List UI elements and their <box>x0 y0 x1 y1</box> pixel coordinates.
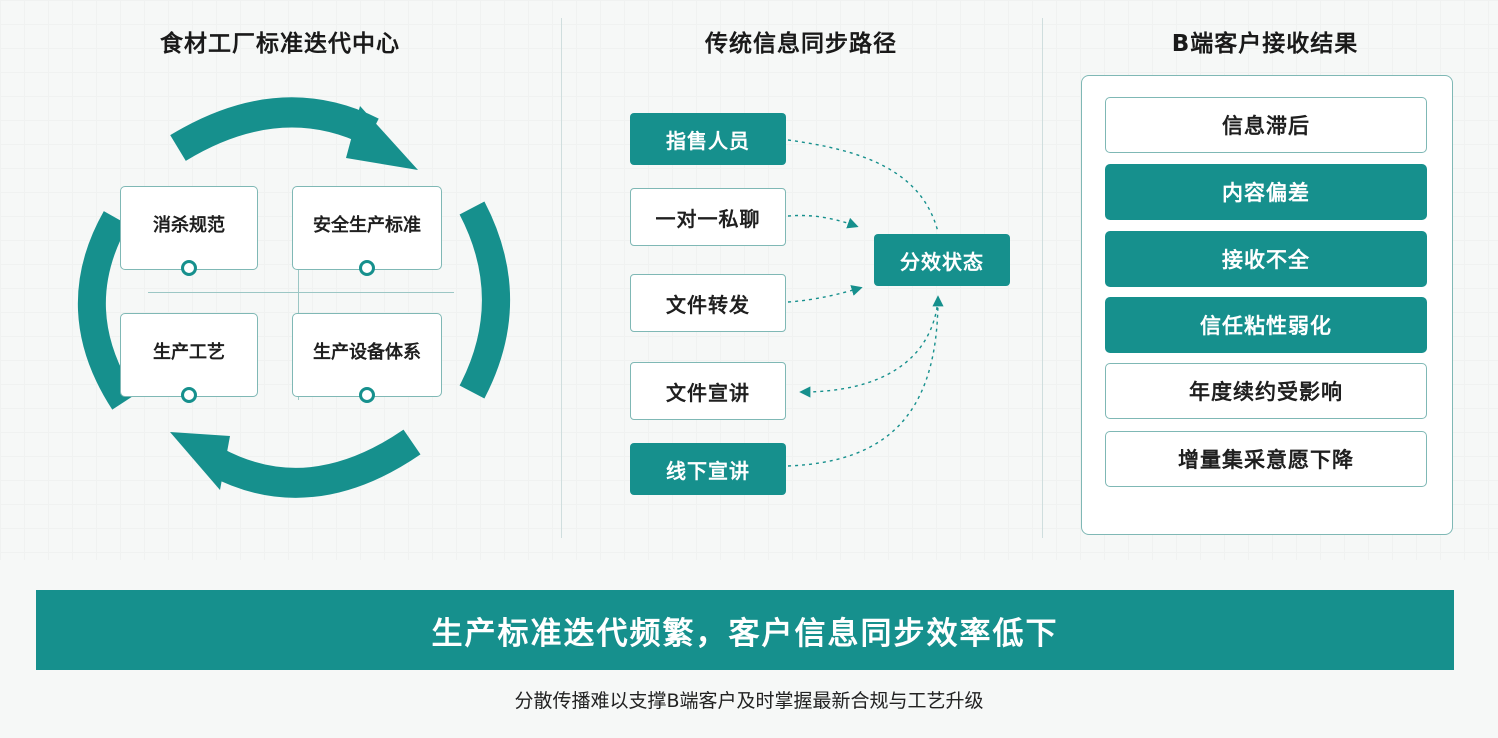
standard-box-equipment: 生产设备体系 <box>292 313 442 403</box>
quadrant-divider-vertical <box>298 190 299 400</box>
result-incomplete: 接收不全 <box>1105 231 1427 287</box>
flow-connectors <box>787 139 944 467</box>
cycle-arrow-bottom <box>170 429 421 498</box>
iteration-center-panel: 食材工厂标准迭代中心 消杀规范 安全生产标准 生产工艺 生产设备体系 <box>20 0 540 540</box>
connector-dot <box>359 260 375 276</box>
cycle-arc-right <box>459 201 510 399</box>
quadrant-divider-horizontal <box>148 292 454 293</box>
standard-box-safety: 安全生产标准 <box>292 186 442 276</box>
connector-dot <box>359 387 375 403</box>
panel-divider <box>561 18 562 538</box>
connector-dot <box>181 260 197 276</box>
panel-divider <box>1042 18 1043 538</box>
channel-offline-briefing: 线下宣讲 <box>630 443 786 495</box>
sync-path-title: 传统信息同步路径 <box>705 31 897 57</box>
cycle-arc-left <box>77 211 136 410</box>
standard-box-disinfection: 消杀规范 <box>120 186 258 276</box>
summary-banner: 生产标准迭代频繁，客户信息同步效率低下 <box>36 590 1454 670</box>
results-title: B端客户接收结果 <box>1171 31 1359 57</box>
flow-line-file-briefing <box>799 299 939 398</box>
flow-line-offline <box>787 295 944 467</box>
iteration-center-title: 食材工厂标准迭代中心 <box>160 31 400 57</box>
standard-box-label: 生产工艺 <box>153 342 225 363</box>
standard-box-process: 生产工艺 <box>120 313 258 403</box>
flow-line-file-forward <box>787 285 863 303</box>
summary-subtitle: 分散传播难以支撑B端客户及时掌握最新合规与工艺升级 <box>514 690 984 712</box>
results-panel: B端客户接收结果 信息滞后 内容偏差 接收不全 信任粘性弱化 年度续约受影响 增… <box>1045 0 1485 540</box>
result-procurement-decline: 增量集采意愿下降 <box>1105 431 1427 487</box>
channel-file-forward: 文件转发 <box>630 274 786 332</box>
connector-dot <box>181 387 197 403</box>
result-trust-weaken: 信任粘性弱化 <box>1105 297 1427 353</box>
cycle-arrow-top <box>170 97 418 170</box>
standard-box-label: 生产设备体系 <box>313 342 421 363</box>
flow-line-private-chat <box>787 214 859 229</box>
result-info-lag: 信息滞后 <box>1105 97 1427 153</box>
hub-status: 分效状态 <box>874 234 1010 286</box>
standard-box-label: 安全生产标准 <box>313 215 421 236</box>
flow-line-sales <box>787 139 939 233</box>
standard-box-label: 消杀规范 <box>153 215 225 236</box>
channel-file-briefing: 文件宣讲 <box>630 362 786 420</box>
channel-private-chat: 一对一私聊 <box>630 188 786 246</box>
result-renewal-impact: 年度续约受影响 <box>1105 363 1427 419</box>
cycle-arrows <box>77 97 510 498</box>
sync-path-panel: 传统信息同步路径 指售人员 一对一私聊 文件转发 文件宣讲 线下宣讲 分效状态 <box>562 0 1040 540</box>
result-content-deviation: 内容偏差 <box>1105 164 1427 220</box>
channel-sales-staff: 指售人员 <box>630 113 786 165</box>
